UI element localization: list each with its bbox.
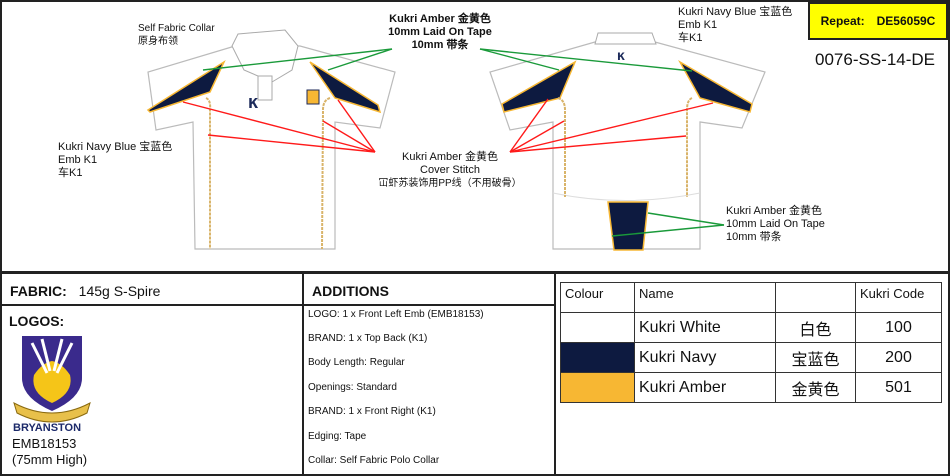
back-shirt: ĸ	[479, 32, 766, 251]
annotation-line: 原身布领	[138, 36, 178, 47]
annotation-line: 10mm 带条	[726, 231, 782, 243]
addition-item: Openings: Standard	[308, 382, 397, 393]
annotation-line: 车K1	[678, 32, 703, 44]
tape-back-annotation: Kukri Amber 金黄色 10mm Laid On Tape 10mm 带…	[726, 205, 825, 244]
cover-stitch-annotation: Kukri Amber 金黄色 Cover Stitch 冚虾苏装饰用PP线（不…	[370, 151, 530, 190]
left-navy-panel	[146, 60, 226, 113]
repeat-label: Repeat:	[820, 14, 865, 28]
colour-swatch-white	[560, 312, 635, 343]
repeat-value: DE56059C	[876, 14, 936, 28]
colour-code: 501	[855, 372, 942, 403]
header-colour: Colour	[560, 282, 635, 313]
garment-illustrations: ĸ ĸ	[146, 29, 766, 251]
crest-icon	[306, 89, 320, 105]
navy-left-annotation: Kukri Navy Blue 宝蓝色 Emb K1 车K1	[58, 141, 172, 180]
fabric-field: FABRIC: 145g S-Spire	[10, 283, 160, 299]
colour-name: Kukri Amber	[634, 372, 776, 403]
style-code: 0076-SS-14-DE	[815, 50, 936, 69]
logo-size: (75mm High)	[12, 452, 88, 467]
colour-swatch-amber	[560, 372, 635, 403]
annotation-line: Kukri Navy Blue 宝蓝色	[58, 141, 173, 153]
colour-name: Kukri White	[634, 312, 776, 343]
annotation-line: Self Fabric Collar	[138, 23, 215, 34]
table-row: Kukri White 白色 100	[560, 312, 942, 343]
kukri-back-logo-icon: ĸ	[617, 47, 625, 63]
colour-swatch-navy	[560, 342, 635, 373]
logo-name: BRYANSTON	[13, 422, 82, 434]
annotation-line: 车K1	[58, 167, 83, 179]
colour-name: Kukri Navy	[634, 342, 776, 373]
annotation-line: Kukri Navy Blue 宝蓝色	[678, 6, 793, 18]
colour-chinese: 宝蓝色	[775, 342, 856, 373]
addition-item: LOGO: 1 x Front Left Emb (EMB18153)	[308, 309, 484, 320]
divider	[554, 272, 556, 476]
logo-code: EMB18153	[12, 436, 77, 451]
annotation-line: 10mm 带条	[411, 39, 469, 51]
annotation-line: 冚虾苏装饰用PP线（不用破骨）	[378, 178, 522, 189]
annotation-line: Emb K1	[58, 154, 98, 166]
addition-item: Collar: Self Fabric Polo Collar	[308, 455, 440, 466]
collar-annotation: Self Fabric Collar 原身布领	[138, 22, 215, 48]
tape-top-annotation: Kukri Amber 金黄色 10mm Laid On Tape 10mm 带…	[380, 13, 500, 52]
fabric-value: 145g S-Spire	[78, 283, 161, 299]
annotation-line: Kukri Amber 金黄色	[726, 205, 822, 217]
annotation-line: Kukri Amber 金黄色	[402, 151, 498, 163]
colour-chinese: 金黄色	[775, 372, 856, 403]
back-navy-panel	[607, 201, 649, 251]
divider	[0, 304, 555, 306]
divider	[302, 272, 304, 476]
front-shirt: ĸ	[146, 29, 396, 250]
addition-item: BRAND: 1 x Top Back (K1)	[308, 333, 428, 344]
header-chinese	[775, 282, 856, 313]
header-name: Name	[634, 282, 776, 313]
additions-title: ADDITIONS	[312, 283, 389, 299]
annotation-line: Kukri Amber 金黄色	[389, 13, 491, 25]
repeat-badge: Repeat: DE56059C	[808, 2, 948, 40]
fabric-label: FABRIC:	[10, 283, 67, 299]
table-header-row: Colour Name Kukri Code	[560, 282, 942, 313]
header-code: Kukri Code	[855, 282, 942, 313]
right-navy-panel	[309, 61, 382, 114]
colour-table: Colour Name Kukri Code Kukri White 白色 10…	[560, 282, 942, 403]
annotation-line: 10mm Laid On Tape	[726, 218, 825, 230]
colour-code: 200	[855, 342, 942, 373]
colour-chinese: 白色	[775, 312, 856, 343]
navy-right-annotation: Kukri Navy Blue 宝蓝色 Emb K1 车K1	[678, 6, 792, 45]
kukri-logo-icon: ĸ	[248, 92, 259, 112]
bryanston-crest-icon	[13, 336, 91, 423]
annotation-line: 10mm Laid On Tape	[388, 26, 492, 38]
table-row: Kukri Navy 宝蓝色 200	[560, 342, 942, 373]
colour-code: 100	[855, 312, 942, 343]
addition-item: BRAND: 1 x Front Right (K1)	[308, 406, 436, 417]
logos-label: LOGOS:	[9, 313, 65, 329]
annotation-line: Cover Stitch	[420, 164, 480, 176]
table-row: Kukri Amber 金黄色 501	[560, 372, 942, 403]
addition-item: Body Length: Regular	[308, 357, 405, 368]
annotation-line: Emb K1	[678, 19, 718, 31]
addition-item: Edging: Tape	[308, 431, 367, 442]
divider	[0, 271, 950, 274]
